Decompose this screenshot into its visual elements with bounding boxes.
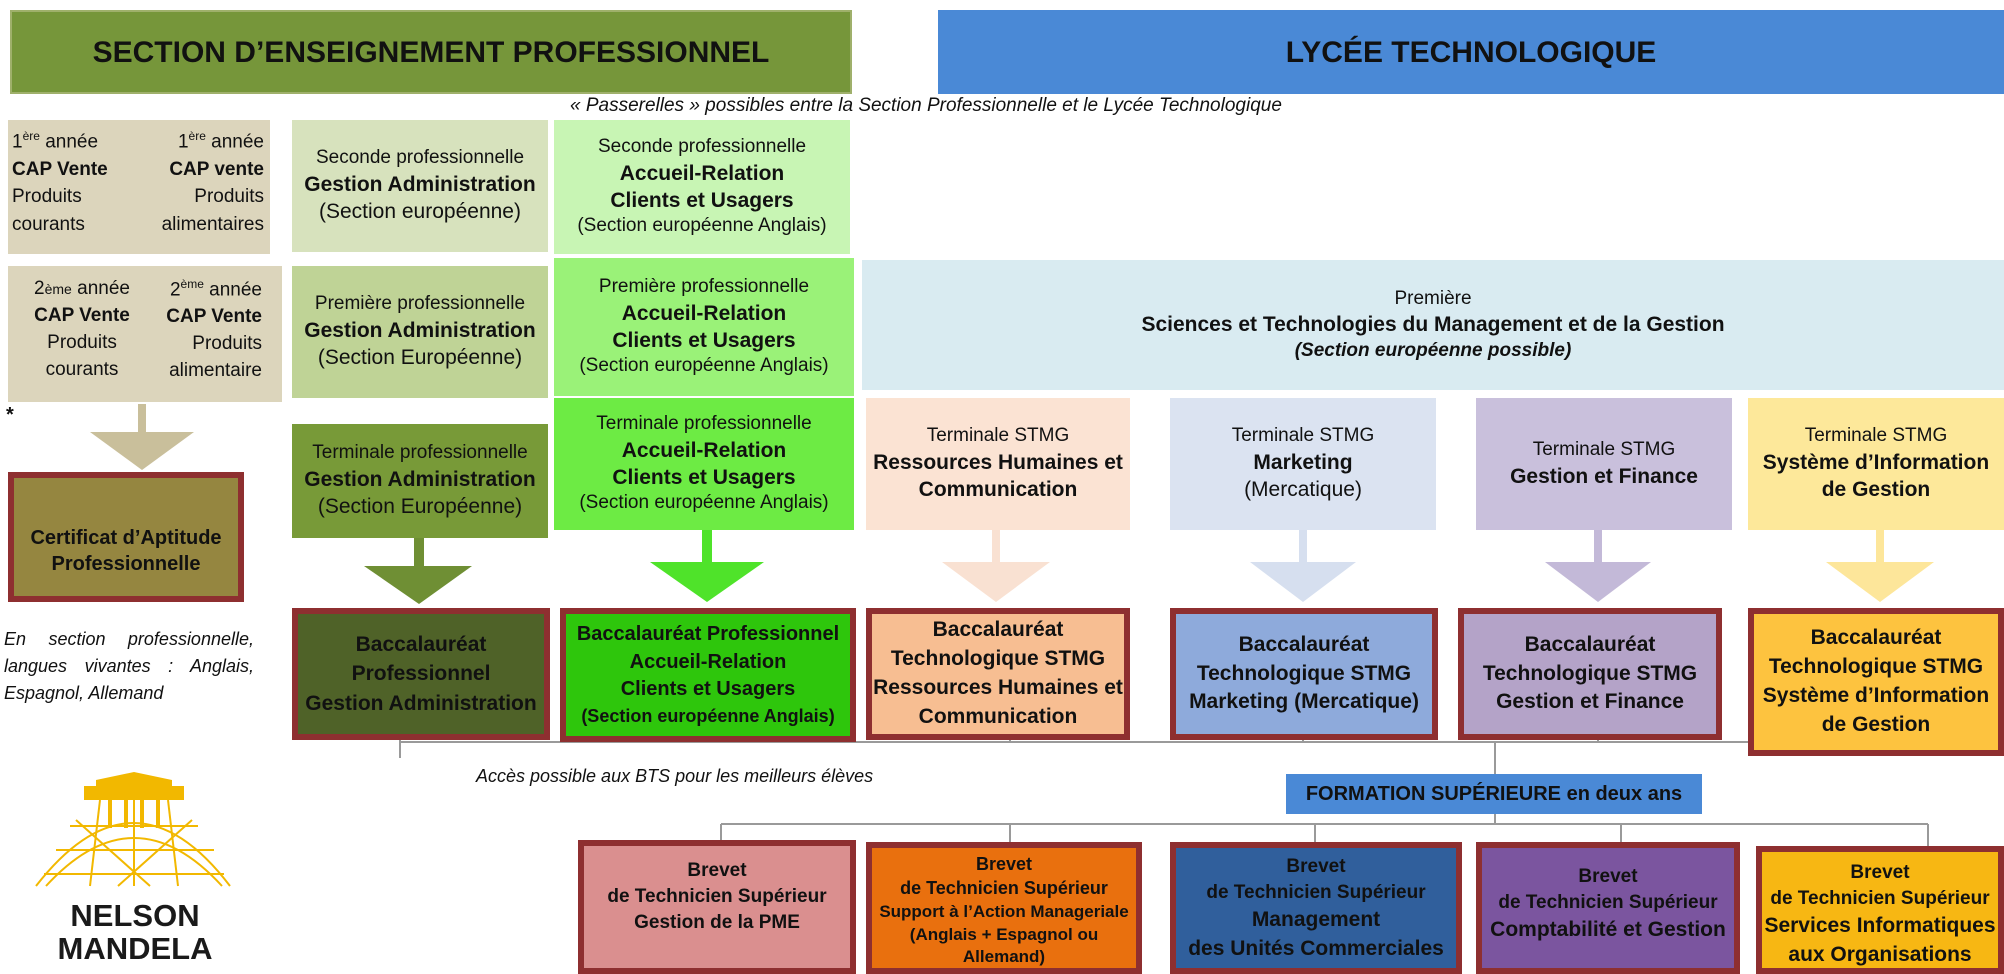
gf-arrow-stem	[1594, 530, 1602, 564]
sig-arrow-head	[1826, 562, 1934, 602]
ga-premiere-box: Première professionnelle Gestion Adminis…	[292, 266, 548, 398]
header-professional-text: SECTION D’ENSEIGNEMENT PROFESSIONNEL	[92, 35, 770, 69]
cap-2-right-text: 2ème année CAP Vente Produits alimentair…	[166, 277, 262, 382]
terminale-stmg-rhc: Terminale STMG Ressources Humaines et Co…	[866, 398, 1130, 530]
terminale-stmg-gf: Terminale STMG Gestion et Finance	[1476, 398, 1732, 530]
terminale-stmg-marketing: Terminale STMG Marketing (Mercatique)	[1170, 398, 1436, 530]
bts-comptabilite-gestion: Brevet de Technicien Supérieur Comptabil…	[1476, 842, 1740, 974]
cap-first-year-right	[138, 120, 270, 254]
gf-arrow-head	[1545, 562, 1651, 602]
languages-note: En section professionnelle, langues viva…	[4, 629, 254, 703]
ac-arrow-head	[650, 562, 764, 602]
ga-arrow-stem	[414, 538, 424, 568]
bts-note: Accès possible aux BTS pour les meilleur…	[476, 766, 874, 786]
cap-second-year-box	[8, 266, 282, 402]
passerelles-note: « Passerelles » possibles entre la Secti…	[570, 95, 1282, 116]
cap-arrow-stem	[138, 404, 146, 434]
ga-bac-box: Baccalauréat Professionnel Gestion Admin…	[292, 608, 550, 740]
formation-superieure-label: FORMATION SUPÉRIEURE en deux ans	[1286, 774, 1702, 814]
sig-arrow-stem	[1876, 530, 1884, 564]
mkt-arrow-stem	[1299, 530, 1307, 564]
rhc-arrow-stem	[992, 530, 1000, 564]
cap-certificate-box: Certificat d’Aptitude Professionnelle	[8, 472, 244, 602]
ac-premiere-box: Première professionnelle Accueil-Relatio…	[554, 258, 854, 396]
bts-services-informatiques: Brevet de Technicien Supérieur Services …	[1756, 846, 2004, 974]
cap-1-right-text: 1ère année CAP vente Produits alimentair…	[161, 129, 264, 235]
ac-seconde-box: Seconde professionnelle Accueil-Relation…	[554, 120, 850, 254]
ga-terminale-box: Terminale professionnelle Gestion Admini…	[292, 424, 548, 538]
header-technological: LYCÉE TECHNOLOGIQUE	[938, 10, 2004, 94]
bac-stmg-gf: Baccalauréat Technologique STMG Gestion …	[1458, 608, 1722, 740]
bac-stmg-rhc: Baccalauréat Technologique STMG Ressourc…	[866, 608, 1130, 740]
bac-stmg-marketing: Baccalauréat Technologique STMG Marketin…	[1170, 608, 1438, 740]
mkt-arrow-head	[1250, 562, 1356, 602]
ga-arrow-head	[364, 566, 472, 604]
header-technological-text: LYCÉE TECHNOLOGIQUE	[1285, 35, 1657, 69]
cap-arrow-head	[90, 432, 194, 470]
bts-support-action-manageriale: Brevet de Technicien Supérieur Support à…	[866, 842, 1142, 974]
bts-gestion-pme: Brevet de Technicien Supérieur Gestion d…	[578, 840, 856, 974]
cap-2-left-text: 2ème année CAP Vente Produits courants	[34, 278, 130, 380]
terminale-stmg-sig: Terminale STMG Système d’Information de …	[1748, 398, 2004, 530]
cap-asterisk: *	[6, 404, 14, 426]
cap-first-year-left	[8, 120, 138, 254]
stmg-premiere-box: Première Sciences et Technologies du Man…	[862, 260, 2004, 390]
ac-arrow-stem	[702, 530, 712, 564]
header-professional: SECTION D’ENSEIGNEMENT PROFESSIONNEL	[10, 10, 852, 94]
ac-terminale-box: Terminale professionnelle Accueil-Relati…	[554, 398, 854, 530]
ga-seconde-box: Seconde professionnelle Gestion Administ…	[292, 120, 548, 252]
bts-management-unites-commerciales: Brevet de Technicien Supérieur Managemen…	[1170, 842, 1462, 974]
bac-stmg-sig: Baccalauréat Technologique STMG Système …	[1748, 608, 2004, 756]
ac-bac-box: Baccalauréat Professionnel Accueil-Relat…	[560, 608, 856, 742]
cap-1-left-text: 1ère année CAP Vente Produits courants	[12, 129, 108, 235]
logo-text: NELSON MANDELA	[57, 898, 213, 966]
rhc-arrow-head	[942, 562, 1050, 602]
